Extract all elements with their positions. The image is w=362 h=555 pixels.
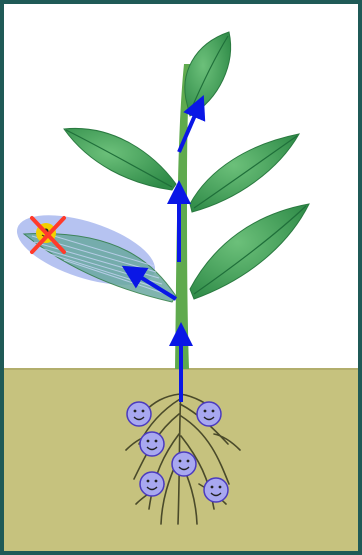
smiley-molecule-icon (197, 402, 221, 426)
smiley-molecule-icon (204, 478, 228, 502)
smiley-molecule-icon (140, 432, 164, 456)
smiley-molecule-icon (127, 402, 151, 426)
smiley-molecule-icon (140, 472, 164, 496)
smiley-molecule-icon (172, 452, 196, 476)
plant-diagram (4, 4, 358, 551)
